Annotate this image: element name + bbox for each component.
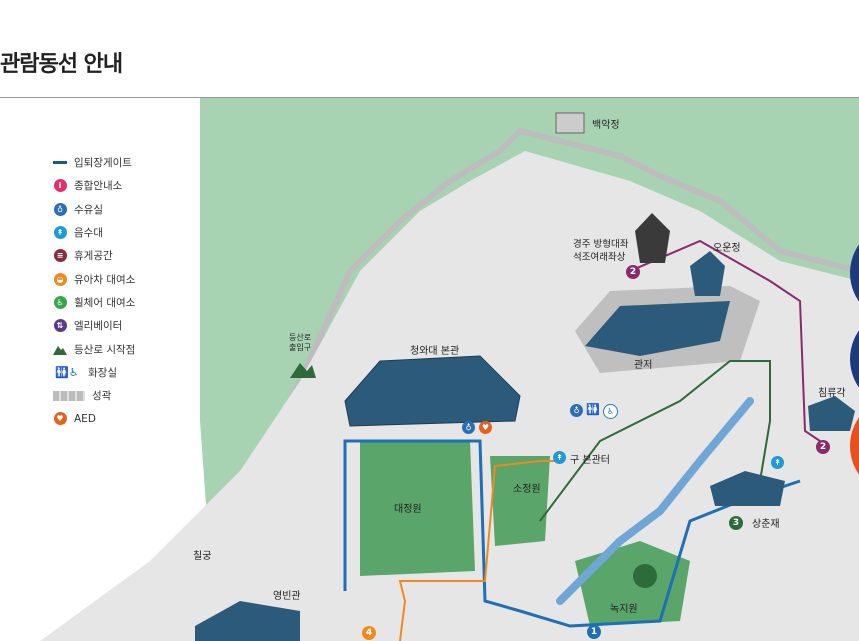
baegakjeong-building [555,112,585,134]
water-fountain-icon: ↟ [52,225,68,241]
legend-label: 음수대 [74,227,103,240]
label-nokjiwon[interactable]: 녹지원 [610,604,638,615]
route-purple [629,239,821,442]
restroom-icon: 🚻♿ [55,365,79,379]
label-main-building[interactable]: 청와대 본관 [410,346,460,357]
route-badge-2[interactable]: 2 [816,440,830,454]
legend-label: 유아차 대여소 [74,273,136,286]
elevator-icon: ⇅ [52,318,68,334]
map-legend: 입퇴장게이트 i 종합안내소 ♁ 수유실 ↟ 음수대 ≡ 휴게공간 ◒ 유아차 … [52,151,192,431]
legend-item: ♿ 휠체어 대여소 [52,291,192,314]
label-yeongbingwan[interactable]: 영빈관 [273,591,301,602]
daejeongwon-lawn [360,441,475,576]
legend-label: 종합안내소 [74,180,123,193]
water-fountain-icon[interactable]: ↟ [553,451,566,464]
legend-label: 휴게공간 [74,250,113,263]
main-building-shape [344,355,521,427]
route-badge-2[interactable]: 2 [626,265,640,279]
legend-item: ≡ 휴게공간 [52,244,192,267]
label-trailhead-2[interactable]: 출입구 [289,343,312,352]
legend-label: 수유실 [74,203,103,216]
legend-item: 성곽 [52,384,192,407]
label-old-building[interactable]: 구 본관터 [570,455,610,466]
legend-item: ♥ AED [52,407,192,430]
yeongbingwan-building [195,601,300,641]
legend-label: 화장실 [88,366,117,379]
legend-item: 🚻♿ 화장실 [52,361,192,384]
legend-label: 등산로 시작점 [74,343,136,356]
wheelchair-icon: ♿ [52,294,68,310]
legend-label: 입퇴장게이트 [74,157,132,170]
chimryugak-building [808,396,855,431]
label-statue-2[interactable]: 석조여래좌상 [573,252,626,263]
gwanjeo-buildings [585,301,730,356]
legend-item: ◒ 유아차 대여소 [52,267,192,290]
restroom-icon[interactable]: 🚻 [586,403,600,416]
map-control-1 [850,244,859,302]
sojeongwon-lawn [490,456,550,546]
aed-heart-icon[interactable]: ♥ [479,421,492,434]
label-trailhead-1[interactable]: 등산로 [289,333,312,342]
rest-area-icon: ≡ [52,248,68,264]
label-chilgung[interactable]: 칠궁 [193,551,212,562]
fortress-wall-icon [52,388,86,404]
route-orange [398,460,560,641]
label-daejeongwon[interactable]: 대정원 [394,504,422,515]
legend-item: ↟ 음수대 [52,221,192,244]
route-green [539,360,771,522]
legend-label: 휠체어 대여소 [74,296,136,309]
label-statue-1[interactable]: 경주 방형대좌 [573,239,629,250]
wheelchair-icon[interactable]: ♿ [603,404,618,419]
legend-item: 등산로 시작점 [52,337,192,360]
nursing-room-icon[interactable]: ♁ [570,404,583,417]
map-control-2 [850,330,859,388]
legend-item: 입퇴장게이트 [52,151,192,174]
statue-pavilion [635,213,670,263]
nursing-room-icon[interactable]: ♁ [462,421,475,434]
ounjeong-building [690,251,725,296]
gate-line-icon [52,155,68,171]
sangchunjae-building [710,471,785,506]
legend-label: 엘리베이터 [74,320,123,333]
route-badge-3[interactable]: 3 [729,516,743,530]
info-icon: i [52,178,68,194]
map-canvas [40,98,859,641]
route-badge-1[interactable]: 1 [587,625,601,639]
pine-tree [633,564,657,588]
label-chimryugak[interactable]: 침류각 [818,388,846,399]
legend-item: ⇅ 엘리베이터 [52,314,192,337]
label-sangchunjae[interactable]: 상춘재 [752,519,780,530]
legend-label: 성곽 [92,390,112,403]
map-view[interactable]: 입퇴장게이트 i 종합안내소 ♁ 수유실 ↟ 음수대 ≡ 휴게공간 ◒ 유아차 … [0,97,859,641]
nursing-room-icon: ♁ [52,201,68,217]
map-control-3 [850,417,859,475]
route-badge-4[interactable]: 4 [362,626,376,640]
route-blue [343,439,801,628]
mountain-icon [52,341,68,357]
legend-item: i 종합안내소 [52,174,192,197]
stream [556,397,754,605]
page-title: 관람동선 안내 [0,52,123,77]
label-gwanjeo[interactable]: 관저 [634,360,653,371]
mountain-inner [200,98,520,421]
aed-heart-icon: ♥ [52,411,68,427]
label-baegakjeong[interactable]: 백악정 [592,120,620,131]
water-fountain-icon[interactable]: ↟ [771,456,784,469]
legend-label: AED [74,412,96,425]
legend-item: ♁ 수유실 [52,198,192,221]
trailhead-mountain-icon [290,363,316,378]
label-ounjeong[interactable]: 오운정 [713,243,741,254]
stroller-icon: ◒ [52,271,68,287]
label-sojeongwon[interactable]: 소정원 [513,484,541,495]
